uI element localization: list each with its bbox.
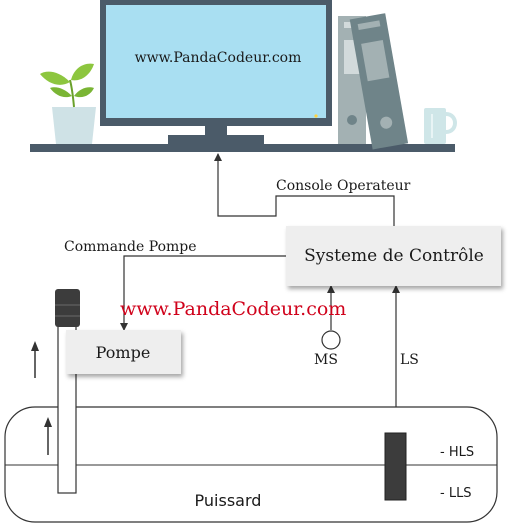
ls-label: LS [400, 352, 419, 368]
workstation-illustration: www.PandaCodeur.com [30, 0, 457, 152]
mug-icon [424, 108, 457, 144]
control-system-label: Systeme de Contrôle [304, 246, 484, 266]
hls-label: - HLS [440, 445, 474, 460]
watermark-text: www.PandaCodeur.com [120, 298, 346, 320]
sump-label: Puissard [195, 491, 262, 510]
connections [120, 153, 400, 433]
screen-text: www.PandaCodeur.com [135, 50, 302, 66]
console-label: Console Operateur [276, 178, 411, 194]
ms-label: MS [314, 352, 338, 368]
control-system-box: Systeme de Contrôle [286, 226, 501, 286]
pump-label: Pompe [96, 343, 151, 362]
pump-pipe [55, 289, 80, 494]
pump-motor [55, 289, 80, 327]
level-sensor [384, 432, 407, 501]
desk [30, 144, 455, 152]
ms-sensor [321, 330, 341, 350]
pump-box: Pompe [66, 330, 181, 374]
plant-icon [40, 63, 96, 144]
flow-arrows [31, 341, 52, 455]
pump-command-label: Commande Pompe [64, 239, 197, 255]
pump-command-arrow [120, 255, 286, 331]
binders-icon [338, 13, 409, 150]
console-link-arrow [214, 153, 395, 226]
monitor-icon: www.PandaCodeur.com [100, 0, 332, 144]
monitor-screen [106, 5, 326, 118]
sump-tank [4, 406, 498, 523]
lls-label: - LLS [440, 486, 472, 501]
